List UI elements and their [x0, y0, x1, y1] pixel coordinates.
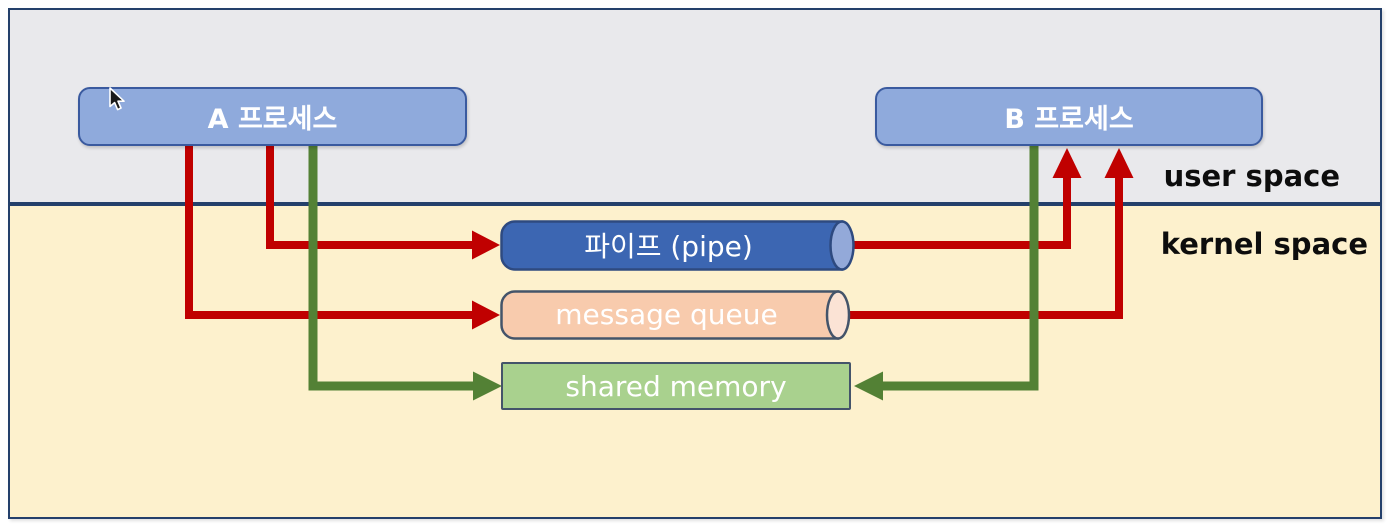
process-b-label: B 프로세스	[1004, 104, 1134, 135]
shared-memory-box: shared memory	[501, 362, 851, 410]
pipe-cylinder-shape	[500, 220, 855, 271]
shared-memory-label: shared memory	[565, 369, 787, 403]
user-space-label: user space	[1163, 159, 1340, 193]
process-a-box: A 프로세스	[78, 87, 467, 146]
pipe-label: 파이프 (pipe)	[584, 229, 753, 263]
message-queue-label: message queue	[555, 297, 778, 331]
message-queue-box: message queue	[500, 290, 851, 340]
process-a-label: A 프로세스	[207, 104, 338, 135]
process-b-box: B 프로세스	[875, 87, 1263, 146]
kernel-space-label: kernel space	[1160, 227, 1368, 261]
message-queue-cylinder-shape	[500, 290, 851, 340]
pipe-box: 파이프 (pipe)	[500, 220, 855, 271]
mouse-cursor-icon	[109, 87, 125, 111]
